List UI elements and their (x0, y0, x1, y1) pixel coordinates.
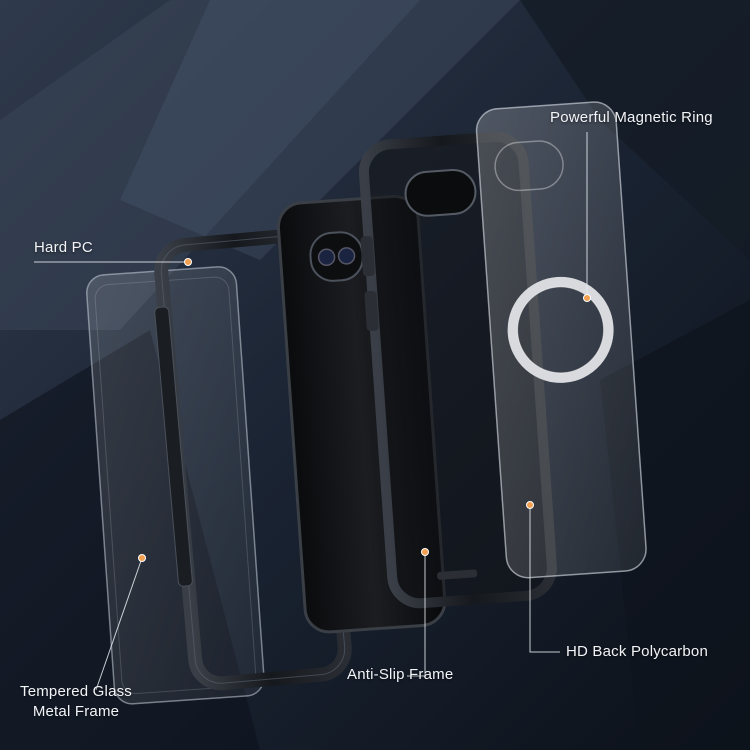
background-panel (120, 0, 520, 260)
callout-hd-back-polycarbon: HD Back Polycarbon (566, 643, 708, 660)
callout-hard-pc: Hard PC (34, 239, 93, 256)
callout-dot (421, 548, 429, 556)
callout-anti-slip-frame: Anti-Slip Frame (347, 666, 454, 683)
callout-dot (184, 258, 192, 266)
magnetic-ring (507, 276, 614, 383)
background-panel (600, 300, 750, 750)
callout-tempered-glass-line2: Metal Frame (32, 703, 120, 720)
clear-back-panel (475, 101, 647, 579)
callout-tempered-glass: Tempered Glass Metal Frame (20, 682, 132, 722)
callout-dots (138, 258, 591, 562)
callout-dot (138, 554, 146, 562)
callout-tempered-glass-line1: Tempered Glass (20, 683, 133, 700)
callout-dot (526, 501, 534, 509)
background-panel (0, 0, 420, 330)
callout-magnetic-ring: Powerful Magnetic Ring (550, 109, 713, 126)
callout-leaders (34, 132, 588, 691)
callout-dot (583, 294, 591, 302)
background-panel (520, 0, 750, 260)
